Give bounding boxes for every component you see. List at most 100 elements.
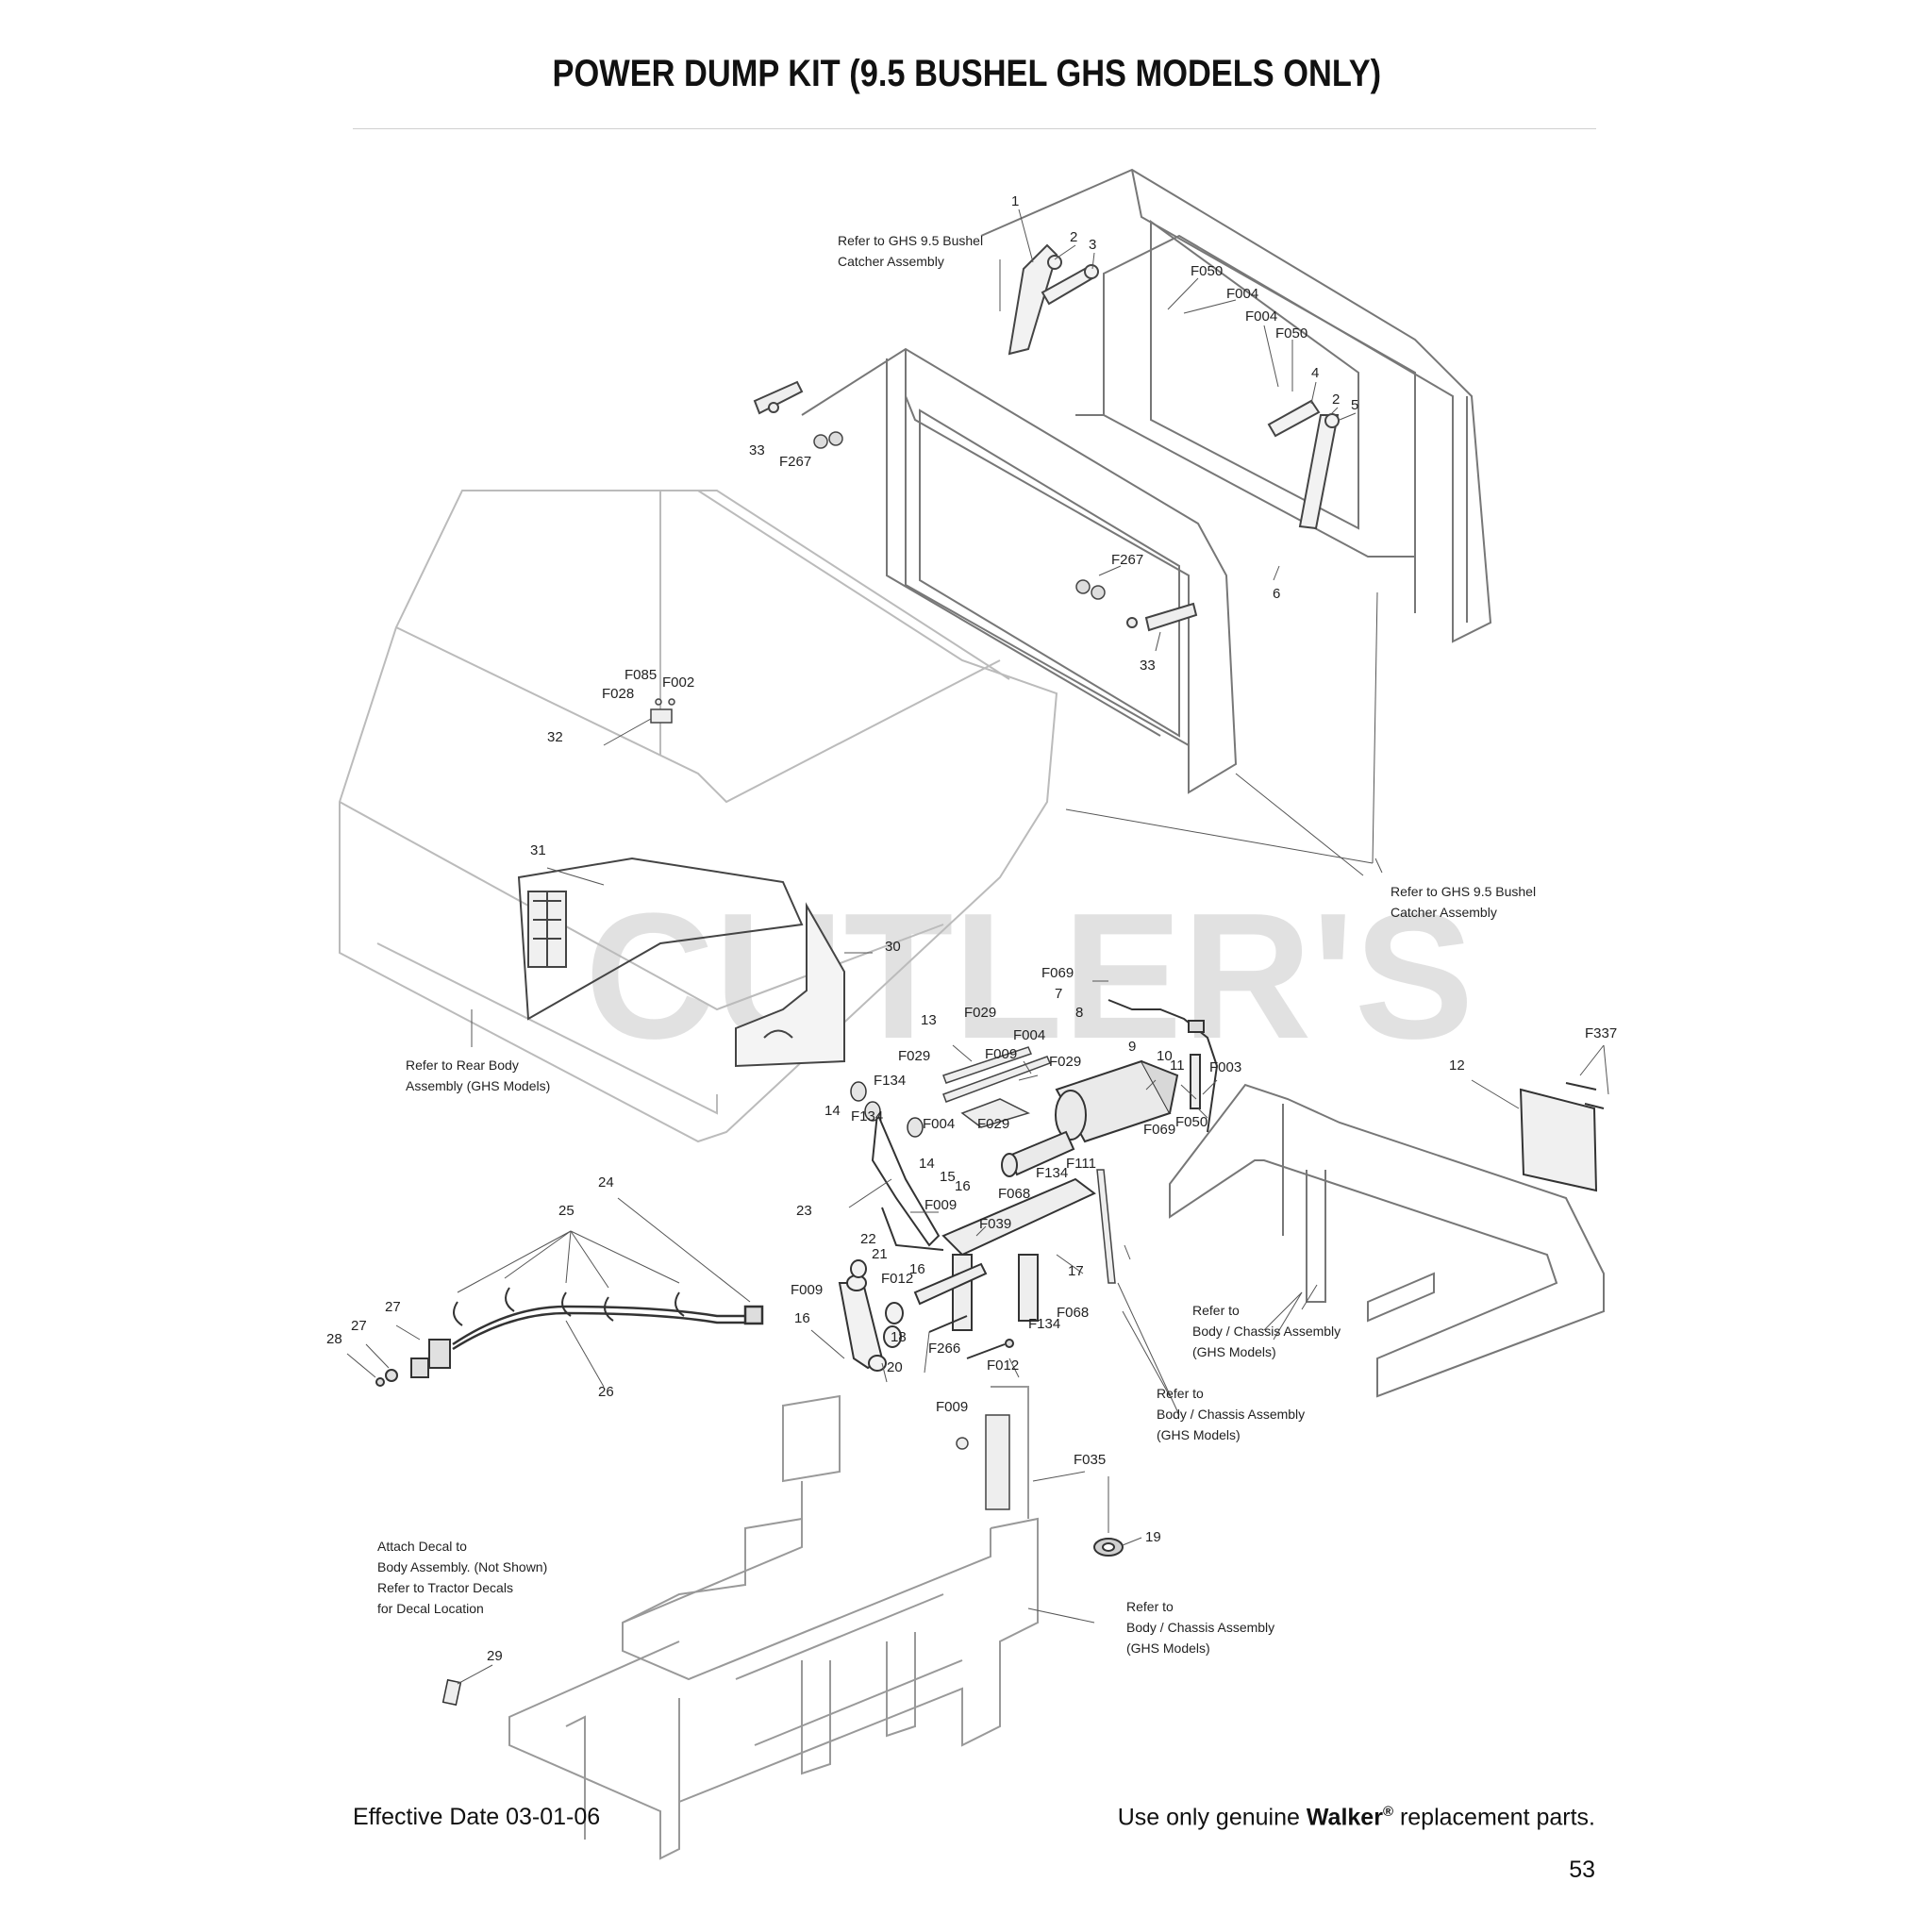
rear-body-outline (339, 490, 1058, 1143)
callout: F039 (979, 1216, 1011, 1232)
callout: F050 (1191, 263, 1223, 279)
callout: 7 (1055, 986, 1062, 1002)
dump-bracket-31 (517, 857, 804, 1021)
callout: F029 (898, 1048, 930, 1064)
note-chassis: (GHS Models) (1192, 1344, 1276, 1359)
callout: F266 (928, 1341, 960, 1357)
bracket-plate-12 (1519, 1082, 1605, 1192)
dump-bracket-30 (735, 902, 845, 1068)
callout: F068 (1057, 1305, 1089, 1321)
callout: F267 (779, 454, 811, 470)
note-catcher-right: Catcher Assembly (1391, 905, 1497, 920)
callout: 21 (872, 1246, 888, 1262)
callout: 1 (1011, 193, 1019, 209)
callout: F004 (1226, 286, 1258, 302)
note-rear-body: Assembly (GHS Models) (406, 1078, 550, 1093)
effective-date: Effective Date 03-01-06 (353, 1804, 601, 1830)
callout: 22 (860, 1231, 876, 1247)
note-chassis: Refer to (1126, 1599, 1174, 1614)
wiring-harness-26 (452, 1305, 764, 1351)
callout: 28 (326, 1331, 342, 1347)
callout: F009 (936, 1399, 968, 1415)
callout: F085 (625, 667, 657, 683)
callout: 19 (1145, 1529, 1161, 1545)
callout: F069 (1143, 1122, 1175, 1138)
callout: 33 (749, 442, 765, 458)
bushing-19 (1093, 1538, 1124, 1557)
callout: 29 (487, 1648, 503, 1664)
callout: 25 (558, 1203, 575, 1219)
callout: 14 (919, 1156, 935, 1172)
page-title: POWER DUMP KIT (9.5 BUSHEL GHS MODELS ON… (552, 53, 1382, 94)
callout: 16 (955, 1178, 971, 1194)
hinge-pin-33 (753, 380, 1198, 632)
toggle-switch-27 (375, 1339, 451, 1387)
callout: 16 (909, 1261, 925, 1277)
callout: F009 (924, 1197, 957, 1213)
catcher-rear-frame (980, 168, 1492, 643)
note-decal: for Decal Location (377, 1601, 484, 1616)
mount-bracket-17 (913, 1177, 1096, 1331)
note-chassis: Body / Chassis Assembly (1192, 1324, 1341, 1339)
callout: F134 (851, 1108, 883, 1124)
note-catcher-top: Catcher Assembly (838, 254, 944, 269)
callout: F004 (1245, 308, 1277, 325)
plate-32 (650, 698, 675, 724)
callout: 16 (794, 1310, 810, 1326)
callout: 9 (1128, 1039, 1136, 1055)
callout: F003 (1209, 1059, 1241, 1075)
bracket-f035 (956, 1414, 1010, 1510)
callout: F035 (1074, 1452, 1106, 1468)
cable-ties-25 (453, 1287, 685, 1326)
callout: 13 (921, 1012, 937, 1028)
callout: F004 (923, 1116, 955, 1132)
callout: F002 (662, 675, 694, 691)
note-decal: Refer to Tractor Decals (377, 1580, 513, 1595)
note-decal: Attach Decal to (377, 1539, 467, 1554)
callout: 2 (1332, 391, 1340, 408)
callout: 27 (351, 1318, 367, 1334)
callout: 27 (385, 1299, 401, 1315)
callout: F029 (977, 1116, 1009, 1132)
callout: F050 (1175, 1114, 1208, 1130)
note-decal: Body Assembly. (Not Shown) (377, 1559, 547, 1574)
note-chassis: Refer to (1157, 1386, 1204, 1401)
callout: 6 (1273, 586, 1280, 602)
callout: 11 (1170, 1058, 1185, 1074)
note-chassis: (GHS Models) (1157, 1427, 1241, 1442)
upper-bracket-1 (1008, 243, 1340, 530)
callout: 30 (885, 939, 901, 955)
callout: 24 (598, 1174, 614, 1191)
callout: 5 (1351, 397, 1358, 413)
guide-rails-13 (942, 1046, 1051, 1128)
callout: 26 (598, 1384, 614, 1400)
callout: 10 (1157, 1048, 1173, 1064)
callout: 31 (530, 842, 546, 858)
callout: F012 (881, 1271, 913, 1287)
note-chassis: (GHS Models) (1126, 1641, 1210, 1656)
callout: F267 (1111, 552, 1143, 568)
callout: F028 (602, 686, 634, 702)
callout: F069 (1041, 965, 1074, 981)
note-chassis: Body / Chassis Assembly (1157, 1407, 1305, 1422)
callout-labels: 1 2 3 F050 F004 F004 F050 4 2 5 33 F267 … (326, 193, 1617, 1664)
link-arm-20 (838, 1259, 904, 1372)
spacers-14 (850, 1081, 924, 1138)
note-chassis: Refer to (1192, 1303, 1240, 1318)
note-rear-body: Refer to Rear Body (406, 1058, 519, 1073)
chassis-frame-right (1169, 1083, 1605, 1398)
decal-29 (441, 1678, 462, 1707)
callout: F134 (1028, 1316, 1060, 1332)
page-number: 53 (1569, 1857, 1595, 1883)
genuine-parts-note: Use only genuine Walker® replacement par… (1118, 1804, 1595, 1831)
title-divider (353, 128, 1596, 129)
callout: 17 (1068, 1263, 1084, 1279)
callout: 4 (1311, 365, 1319, 381)
registered-mark: ® (1382, 1804, 1393, 1820)
callout: F111 (1066, 1156, 1096, 1172)
callout: 20 (887, 1359, 903, 1375)
callout: F029 (1049, 1054, 1081, 1070)
genuine-suffix: replacement parts. (1399, 1804, 1595, 1831)
wiring-harness-upper (1108, 999, 1219, 1133)
